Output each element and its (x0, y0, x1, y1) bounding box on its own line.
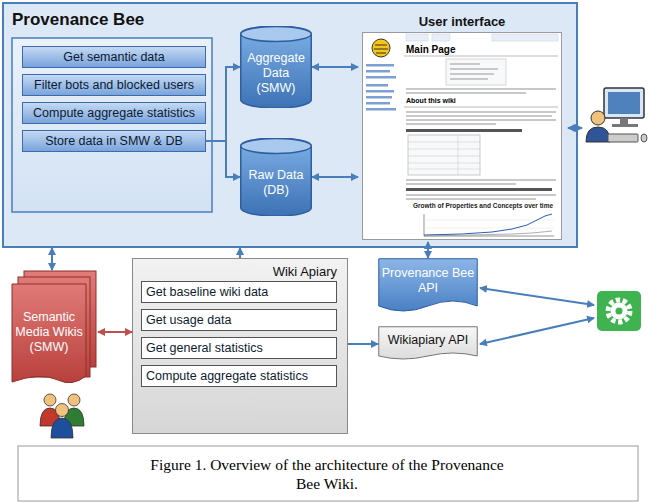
document-shape (379, 259, 478, 311)
api-document: Provenance Bee API (378, 258, 478, 316)
figure-caption: Figure 1. Overview of the architecture o… (150, 455, 504, 494)
document-shape (379, 327, 478, 359)
screenshot-label-holder: Growth of Properties and Concepts over t… (404, 201, 562, 210)
process-step: Get semantic data (22, 46, 206, 68)
api-text-holder: Provenance Bee API (381, 260, 475, 302)
db-text-holder: Aggregate Data (SMW) (242, 44, 310, 102)
connector-arrow (239, 248, 241, 258)
connector-arrow (206, 67, 240, 141)
connector-arrow (98, 331, 132, 333)
db-text: Raw Data (DB) (242, 168, 310, 198)
step-text: Get general statistics (146, 341, 263, 355)
stack-text-holder: Semantic Media Wikis (SMW) (14, 288, 84, 376)
step-text-holder: Compute aggregate statistics (142, 366, 336, 386)
connector-arrow (312, 66, 358, 68)
cylinder-body (241, 138, 312, 216)
step-text: Compute aggregate statistics (146, 369, 308, 383)
step-text-holder: Get general statistics (142, 338, 336, 358)
screenshot-label-holder: Main Page (406, 42, 556, 56)
panel-title: Provenance Bee (12, 10, 144, 30)
process-step: Get usage data (141, 309, 337, 331)
step-text-holder: Get usage data (142, 310, 336, 330)
caption-box (18, 446, 638, 501)
screenshot-label: Growth of Properties and Concepts over t… (413, 202, 553, 209)
api-text: Wikiapiary API (388, 333, 469, 348)
step-text: Filter bots and blocked users (34, 78, 194, 92)
service-box: Wiki ApiaryGet baseline wiki dataGet usa… (132, 258, 348, 434)
panel-title-holder: Provenance Bee (12, 8, 144, 32)
screenshot-label-holder: About this wiki (406, 96, 556, 106)
api-client-link (480, 288, 594, 305)
step-text: Compute aggregate statistics (33, 106, 195, 120)
step-text: Get usage data (146, 313, 231, 327)
step-text: Get baseline wiki data (146, 285, 268, 299)
api-client-link (480, 318, 594, 344)
box-title: Wiki Apiary (273, 264, 337, 279)
wiki-stack: Semantic Media Wikis (SMW) (10, 270, 98, 388)
connector-arrow (427, 242, 429, 258)
stack-text: Semantic Media Wikis (SMW) (14, 310, 84, 355)
gear-icon (597, 291, 641, 331)
people-icon (40, 394, 84, 438)
cylinder-top (241, 139, 312, 154)
connector-arrow (312, 176, 358, 178)
connector-arrow (51, 248, 53, 270)
ui-user-link (568, 127, 582, 129)
screenshot-label: About this wiki (406, 97, 456, 104)
ui-heading-holder: User interface (358, 12, 566, 31)
box-title-holder: Wiki Apiary (273, 262, 337, 280)
process-step: Filter bots and blocked users (22, 74, 206, 96)
cylinder-top (241, 27, 312, 42)
step-text: Get semantic data (63, 50, 164, 64)
step-text: Store data in SMW & DB (45, 134, 183, 148)
connector-arrow (206, 141, 240, 177)
db-text-holder: Raw Data (DB) (242, 156, 310, 210)
user-computer-icon (586, 88, 647, 142)
database-cylinder: Raw Data (DB) (240, 138, 312, 216)
process-step: Compute aggregate statistics (22, 102, 206, 124)
api-text: Provenance Bee API (381, 266, 475, 296)
step-text-holder: Compute aggregate statistics (23, 103, 205, 123)
db-text: Aggregate Data (SMW) (242, 51, 310, 96)
database-cylinder: Aggregate Data (SMW) (240, 26, 312, 108)
figure-caption-holder: Figure 1. Overview of the architecture o… (150, 449, 504, 499)
ui-heading: User interface (419, 14, 506, 29)
process-step: Store data in SMW & DB (22, 130, 206, 152)
step-group-box (12, 38, 212, 212)
api-document: Wikiapiary API (378, 326, 478, 362)
cylinder-body (241, 26, 312, 108)
step-text-holder: Get semantic data (23, 47, 205, 67)
step-text-holder: Get baseline wiki data (142, 282, 336, 302)
step-text-holder: Store data in SMW & DB (23, 131, 205, 151)
connector-arrow (348, 343, 378, 345)
process-step: Compute aggregate statistics (141, 365, 337, 387)
screenshot-label: Main Page (406, 44, 455, 55)
user-interface-screenshot: User interface Main PageAbout this (358, 12, 566, 242)
page-front (12, 284, 86, 383)
process-step: Get general statistics (141, 337, 337, 359)
api-text-holder: Wikiapiary API (381, 328, 475, 352)
process-step: Get baseline wiki data (141, 281, 337, 303)
step-text-holder: Filter bots and blocked users (23, 75, 205, 95)
